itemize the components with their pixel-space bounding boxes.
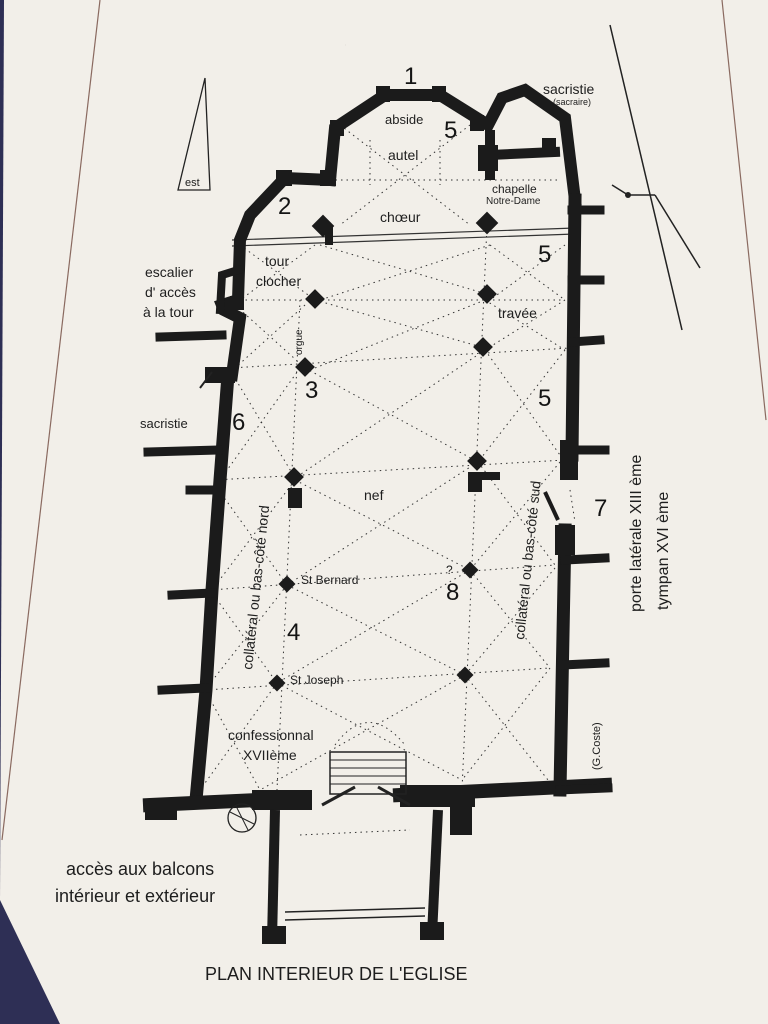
compass-label: est [185,177,200,189]
spiral-stair-icon [227,803,257,833]
label-sacraire: (sacraire) [553,97,591,107]
label-tour: tour [265,253,289,269]
label-porte-1: porte latérale XIII ème [628,454,645,612]
number-7: 7 [594,495,607,522]
number-4: 4 [287,619,300,646]
label-travee: travée [498,305,537,321]
label-sacristie-left: sacristie [140,416,188,431]
apse-buttresses [145,86,578,835]
label-porte-2: tympan XVI ème [655,492,672,610]
label-orgue: orgue [294,329,305,355]
label-chapelle: chapelle [492,182,537,196]
label-st-bernard: St Bernard [301,573,358,587]
entrance-steps [321,722,411,807]
label-nef: nef [364,487,384,503]
label-escalier-1: escalier [145,264,194,280]
label-autel: autel [388,147,418,163]
label-credit: (G.Coste) [591,722,603,770]
label-confessionnal-1: confessionnal [228,727,314,743]
number-3: 3 [305,377,318,404]
label-acces-2: intérieur et extérieur [55,886,215,906]
plan-numbers: 1 2 3 4 5 5 5 6 7 8 [232,63,607,646]
exterior-lines [199,24,701,389]
page-title: PLAN INTERIEUR DE L'EGLISE [205,964,468,984]
number-5-apse: 5 [444,117,457,144]
number-2: 2 [278,193,291,220]
pillars [230,211,500,692]
number-6: 6 [232,409,245,436]
number-1: 1 [404,63,417,90]
label-acces-1: accès aux balcons [66,859,214,879]
label-confessionnal-2: XVIIème [243,747,297,763]
church-walls [142,83,613,813]
label-escalier-3: à la tour [143,304,194,320]
label-escalier-2: d' accès [145,284,196,300]
label-choeur: chœur [380,209,421,225]
page-margin-line [1,0,101,841]
label-question: ? [446,563,453,577]
label-clocher: clocher [256,273,301,289]
vault-lines [199,124,571,791]
compass-icon: est [177,77,211,191]
number-8: 8 [446,579,459,606]
label-sacristie-top: sacristie [543,81,595,97]
label-notre-dame: Notre-Dame [486,196,541,207]
choir-rail [231,227,576,247]
number-5-lower: 5 [538,385,551,412]
entrance-porch [262,809,444,944]
number-5-upper: 5 [538,241,551,268]
label-abside: abside [385,112,423,127]
label-st-joseph: St Joseph [290,673,343,687]
page-margin-line-right [721,0,767,421]
side-door [543,489,576,523]
